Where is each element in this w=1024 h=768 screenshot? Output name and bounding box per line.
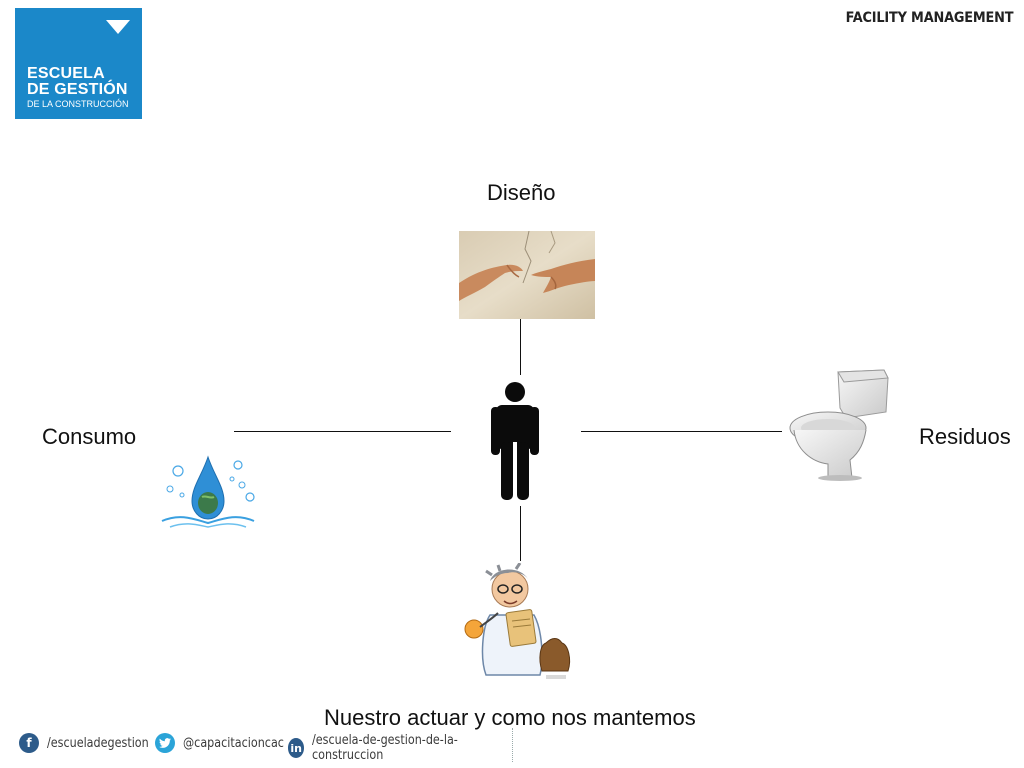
logo-line-3: DE LA CONSTRUCCIÓN — [27, 99, 129, 109]
label-consumo: Consumo — [42, 424, 137, 449]
label-residuos: Residuos — [919, 424, 1011, 449]
facebook-link[interactable]: f /escueladegestion — [19, 733, 165, 753]
water-drop-image — [161, 455, 255, 528]
connector-bottom — [520, 506, 521, 561]
logo-line-1: ESCUELA — [27, 65, 105, 82]
twitter-link[interactable]: @capacitacioncac — [155, 733, 300, 753]
connector-left — [234, 431, 451, 432]
triangle-icon — [106, 20, 130, 34]
hands-fresco-image — [459, 231, 595, 319]
social-footer: f /escueladegestion @capacitacioncac in … — [0, 728, 520, 763]
doctor-illustration — [464, 563, 571, 679]
linkedin-handle: /escuela-de-gestion-de-la-construccion — [312, 733, 459, 763]
logo-line-2: DE GESTIÓN — [27, 81, 128, 98]
linkedin-link[interactable]: in /escuela-de-gestion-de-la-construccio… — [288, 733, 520, 763]
brand-logo: ESCUELA DE GESTIÓN DE LA CONSTRUCCIÓN — [15, 8, 142, 119]
connector-right — [581, 431, 782, 432]
person-icon — [491, 382, 539, 500]
page-header-title: FACILITY MANAGEMENT — [845, 10, 1013, 26]
label-diseno: Diseño — [487, 180, 556, 205]
twitter-icon — [155, 733, 175, 753]
footer-divider — [512, 728, 513, 762]
label-actuar: Nuestro actuar y como nos mantemos — [324, 705, 696, 730]
linkedin-icon: in — [288, 738, 305, 758]
twitter-handle: @capacitacioncac — [183, 735, 284, 751]
toilet-image — [789, 369, 889, 481]
facebook-icon: f — [19, 733, 39, 753]
facebook-handle: /escueladegestion — [47, 735, 149, 751]
connector-top — [520, 319, 521, 375]
